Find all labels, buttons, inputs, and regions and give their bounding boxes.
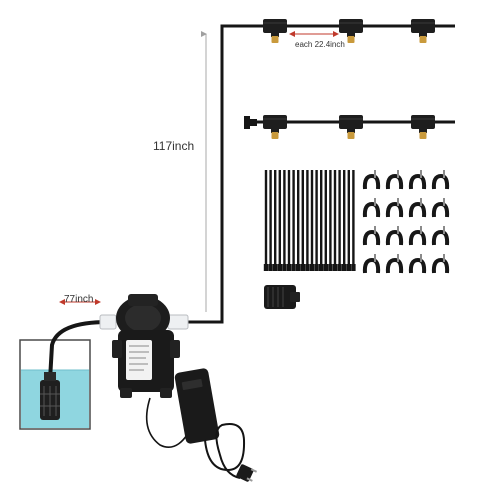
cable-tie-icon [305,170,310,271]
tap-adapter-icon [264,285,300,309]
cable-tie-icon [351,170,356,271]
tube-clip-icon [362,254,381,274]
tube-clip-icon [362,170,381,190]
nozzle-row-lower [263,115,435,139]
tube-clip-icon [362,226,381,246]
cable-tie-icon [323,170,328,271]
tube-clip-icon [385,170,404,190]
cable-ties-bundle [263,170,356,271]
cable-tie-icon [328,170,333,271]
mist-nozzle-icon [339,19,363,43]
cable-tie-icon [286,170,292,271]
mist-nozzle-icon [411,115,435,139]
tube-clips-grid [362,170,450,274]
power-adapter [145,368,246,479]
mist-nozzle-icon [339,115,363,139]
mist-nozzle-icon [263,19,287,43]
tube-clip-icon [431,198,450,218]
tube-clip-icon [408,170,427,190]
cable-tie-icon [263,170,269,271]
cable-tie-icon [346,170,351,271]
mist-nozzle-icon [263,115,287,139]
cable-tie-icon [319,170,324,271]
tube-clip-icon [362,198,381,218]
tube-clip-icon [385,198,404,218]
tube-clip-icon [408,254,427,274]
cable-tie-icon [337,170,342,271]
nozzle-spacing-label: each 22.4inch [295,40,345,49]
mist-nozzle-icon [411,19,435,43]
tube-clip-icon [385,226,404,246]
main-tubing [186,24,455,324]
nozzle-row-upper [263,19,435,43]
cable-tie-icon [277,170,282,271]
cable-tie-icon [282,170,287,271]
tube-clip-icon [408,226,427,246]
intake-filter [40,320,109,420]
power-plug-icon [236,464,258,482]
tube-clip-icon [408,198,427,218]
cable-tie-icon [342,170,347,271]
intake-tube-length-label: 77inch [64,294,94,305]
cable-tie-icon [291,170,296,271]
tube-clip-icon [431,226,450,246]
tube-clip-icon [431,170,450,190]
cable-tie-icon [300,170,305,271]
tube-clip-icon [385,254,404,274]
cable-tie-icon [273,170,278,271]
cable-tie-icon [314,170,319,271]
cable-tie-icon [332,170,338,271]
diaphragm-pump [99,294,189,398]
cable-tie-icon [309,170,315,271]
tube-clip-icon [431,254,450,274]
end-plug-icon [244,116,257,129]
cable-tie-icon [268,170,273,271]
cable-tie-icon [296,170,301,271]
main-tube-length-label: 117inch [153,139,195,153]
